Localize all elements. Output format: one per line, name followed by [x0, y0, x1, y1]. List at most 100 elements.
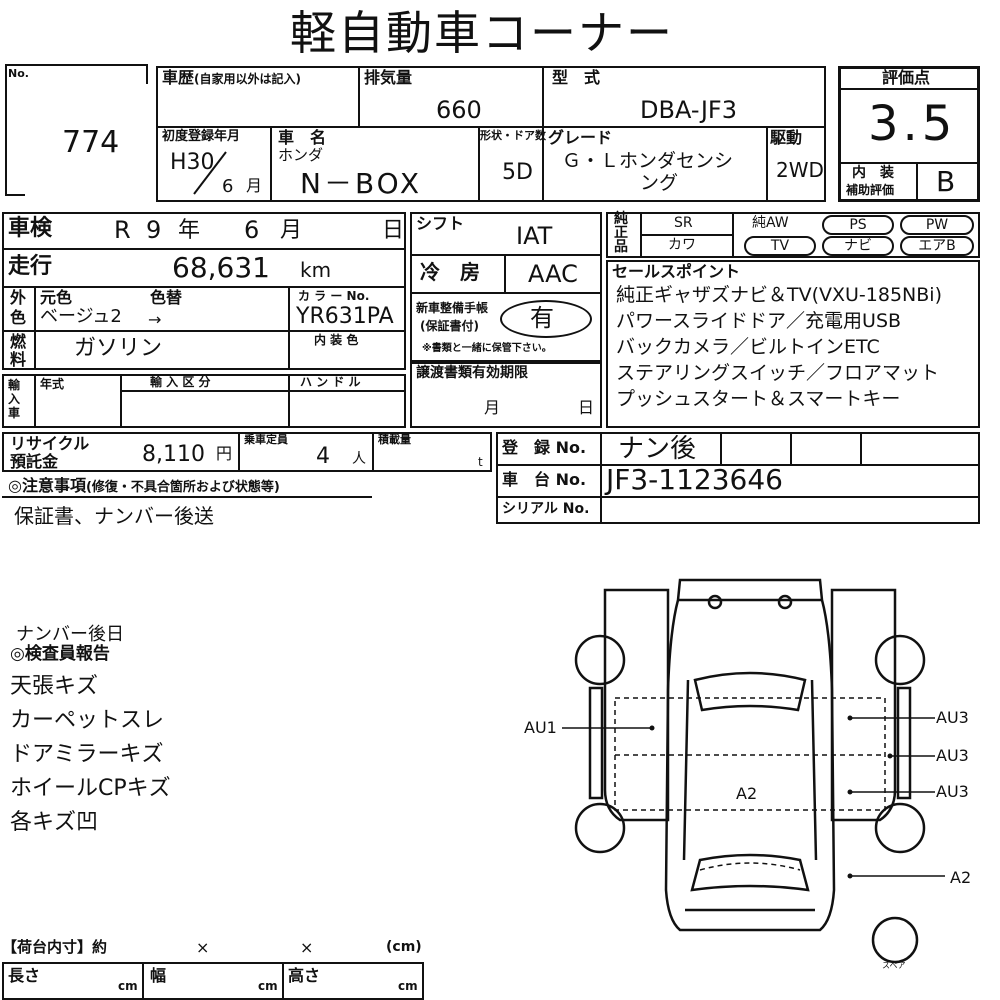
cargo-width-label: 幅	[150, 966, 167, 985]
warranty-note: ※書類と一緒に保管下さい。	[422, 343, 552, 354]
grid-hline	[156, 126, 826, 128]
equip-airbag: エアB	[900, 236, 974, 256]
top-info-grid	[156, 66, 826, 202]
import-side-label: 輸入車	[8, 378, 21, 420]
cargo-label: 【荷台内寸】約	[2, 938, 108, 956]
first-reg-slash	[190, 150, 230, 196]
lot-number: 774	[62, 125, 120, 160]
equipment-block	[606, 212, 980, 258]
drive-value: 2WD	[776, 158, 824, 182]
registration-label: 登 録 No.	[502, 438, 587, 457]
cargo-height-label: 高さ	[288, 966, 321, 985]
first-reg-label: 初度登録年月	[162, 129, 241, 144]
mileage-unit: km	[300, 258, 332, 282]
report-line: 各キズ凹	[10, 810, 99, 835]
load-unit: t	[478, 455, 483, 469]
color-side-2: 色	[10, 308, 27, 327]
warranty-value: 有	[530, 304, 554, 332]
interior-label: 内 装	[852, 165, 894, 181]
notes-underline	[2, 496, 372, 498]
car-maker: ホンダ	[278, 146, 324, 164]
inspection-era: R	[114, 216, 131, 244]
lot-no-label: No.	[8, 67, 29, 80]
equipment-side-label: 純正品	[614, 211, 628, 255]
mid-vline	[288, 286, 290, 370]
import-type-label: 輸 入 区 分	[150, 375, 211, 389]
fuel-value: ガソリン	[74, 336, 163, 361]
center-hline	[410, 254, 602, 256]
reg-hline	[496, 496, 980, 498]
inspection-month-unit: 月	[280, 218, 303, 243]
report-line: ドアミラーキズ	[10, 742, 164, 767]
first-reg-month: 6	[222, 176, 234, 197]
fuel-side-2: 料	[10, 350, 27, 369]
grade-line2: ング	[640, 172, 679, 194]
equip-aw: 純AW	[752, 215, 789, 231]
import-block	[2, 374, 406, 428]
warranty-label-1: 新車整備手帳	[416, 301, 489, 315]
history-label: 車歴(自家用以外は記入)	[162, 68, 301, 87]
score-label: 評価点	[882, 68, 931, 87]
recycle-vline	[238, 432, 240, 472]
sales-point-line: ステアリングスイッチ／フロアマット	[616, 362, 940, 384]
car-name-label: 車 名	[278, 128, 327, 147]
shift-label: シフト	[416, 214, 465, 233]
ac-label: 冷 房	[420, 260, 480, 284]
import-vline	[288, 374, 290, 428]
recycle-label-1: リサイクル	[10, 434, 90, 453]
cargo-vline	[282, 962, 284, 1000]
import-hline	[120, 390, 406, 392]
equip-pw: PW	[900, 215, 974, 235]
cargo-times: ×	[196, 938, 210, 957]
spare-label: スペア	[882, 961, 906, 970]
sales-point-line: パワースライドドア／充電用USB	[616, 310, 902, 332]
recycle-vline	[372, 432, 374, 472]
color-arrow: →	[148, 310, 162, 329]
mid-vline	[34, 286, 36, 370]
car-name-value: N－BOX	[300, 167, 423, 200]
import-handle-label: ハ ン ド ル	[300, 375, 361, 389]
registration-value: ナン後	[618, 434, 697, 464]
mid-center-block	[410, 212, 602, 362]
reg-vline	[600, 432, 602, 524]
car-damage-diagram	[562, 578, 945, 964]
mileage-label: 走行	[8, 254, 53, 279]
equip-kawa: カワ	[668, 237, 696, 253]
sales-point-line: 純正ギャザズナビ＆TV(VXU-185NBi)	[616, 284, 942, 306]
inspection-day-unit: 日	[382, 218, 405, 243]
doors-label: 形状・ドア数	[480, 129, 546, 142]
grid-vline	[270, 126, 272, 202]
sales-point-line: バックカメラ／ビルトインETC	[616, 336, 880, 358]
transfer-label: 譲渡書類有効期限	[416, 365, 528, 381]
displacement-label: 排気量	[364, 68, 413, 87]
score-vline	[916, 162, 918, 202]
orig-color-value: ベージュ2	[40, 306, 122, 327]
mileage-value: 68,631	[172, 251, 270, 284]
grid-vline	[358, 66, 360, 126]
import-vline	[120, 374, 122, 428]
import-year-label: 年式	[40, 377, 65, 391]
reg-vline	[790, 432, 792, 464]
first-reg-year: H30	[170, 150, 215, 175]
interior-value: B	[936, 165, 956, 198]
capacity-unit: 人	[352, 451, 366, 467]
notes-label: ◎注意事項(修復・不具合箇所および状態等)	[8, 476, 280, 495]
import-vline	[34, 374, 36, 428]
orig-color-label: 元色	[40, 288, 73, 307]
serial-label: シリアル No.	[502, 501, 590, 517]
recycle-value: 8,110	[142, 442, 205, 467]
chassis-label: 車 台 No.	[502, 470, 587, 489]
center-vline	[504, 254, 506, 292]
equip-ps: PS	[822, 215, 894, 235]
report-pre: ナンバー後日	[16, 624, 124, 645]
transfer-day-unit: 日	[578, 398, 595, 417]
equip-hline	[640, 234, 732, 236]
center-hline	[410, 292, 602, 294]
warranty-oval	[500, 300, 592, 338]
drive-label: 駆動	[770, 128, 803, 147]
cargo-times: ×	[300, 938, 314, 957]
cargo-cm: cm	[118, 979, 138, 993]
recycle-row	[2, 432, 492, 472]
equip-tv: TV	[744, 236, 816, 256]
sales-point-line: プッシュスタート＆スマートキー	[616, 388, 901, 410]
